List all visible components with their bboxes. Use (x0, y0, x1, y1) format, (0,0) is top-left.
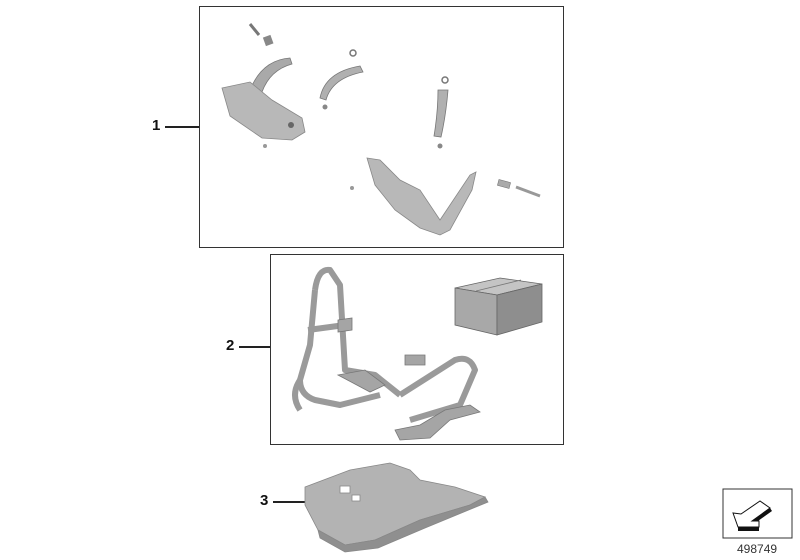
hand-guard-left[interactable] (221, 57, 306, 141)
bar-mounting-brackets (336, 317, 481, 441)
leader-line-2 (239, 346, 270, 348)
hand-guard-bracket-left (319, 49, 364, 110)
hand-guard-right[interactable] (350, 157, 541, 236)
callout-3[interactable]: 3 (260, 492, 269, 509)
reference-number: 498749 (737, 542, 778, 556)
leader-line-3 (273, 501, 306, 503)
callout-1[interactable]: 1 (152, 117, 161, 134)
bolt-and-sleeve (248, 23, 274, 148)
accessory-box (454, 277, 543, 336)
engine-protection-bar[interactable] (292, 266, 478, 423)
callout-2[interactable]: 2 (226, 337, 235, 354)
group-2-frame (270, 254, 564, 445)
engine-skid-plate[interactable] (304, 462, 489, 553)
hand-guard-bracket-right (433, 76, 449, 149)
leader-line-1 (165, 126, 199, 128)
group-1-frame (199, 6, 564, 248)
diagram-reference-icon (722, 488, 793, 539)
